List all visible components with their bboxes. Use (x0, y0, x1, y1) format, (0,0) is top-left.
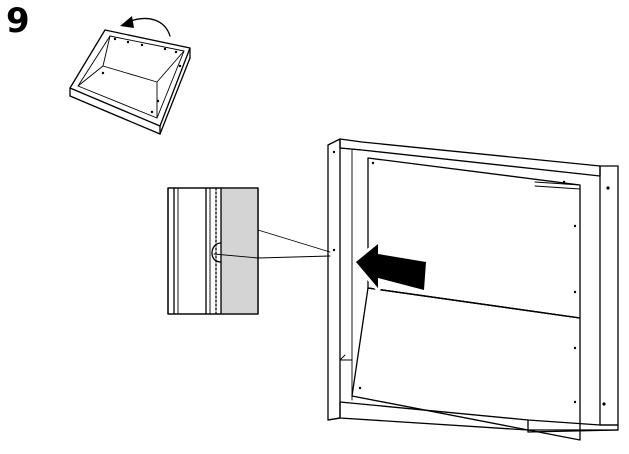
insert-arrow-icon (353, 241, 429, 293)
frame-screws (332, 150, 610, 406)
curved-arrow-icon (120, 16, 171, 37)
thumbnail-frame (69, 29, 191, 135)
back-panel (351, 157, 581, 441)
step-number: 9 (6, 1, 30, 41)
detail-callout (167, 187, 331, 315)
cabinet-frame (327, 138, 619, 433)
